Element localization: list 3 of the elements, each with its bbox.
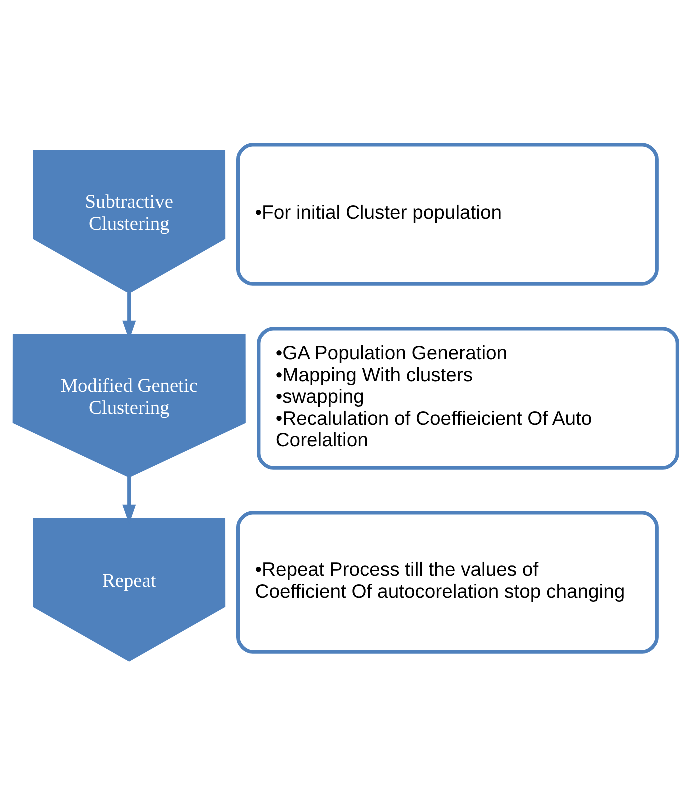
node-box: •For initial Cluster population xyxy=(236,142,659,286)
node-box: •GA Population Generation •Mapping With clusters •swapping •Recalulation of Coeffieicient Of Auto Corelaltion xyxy=(257,326,680,470)
node-box: •Repeat Process till the values of Coefficient Of autocorelation stop changing xyxy=(236,510,659,654)
